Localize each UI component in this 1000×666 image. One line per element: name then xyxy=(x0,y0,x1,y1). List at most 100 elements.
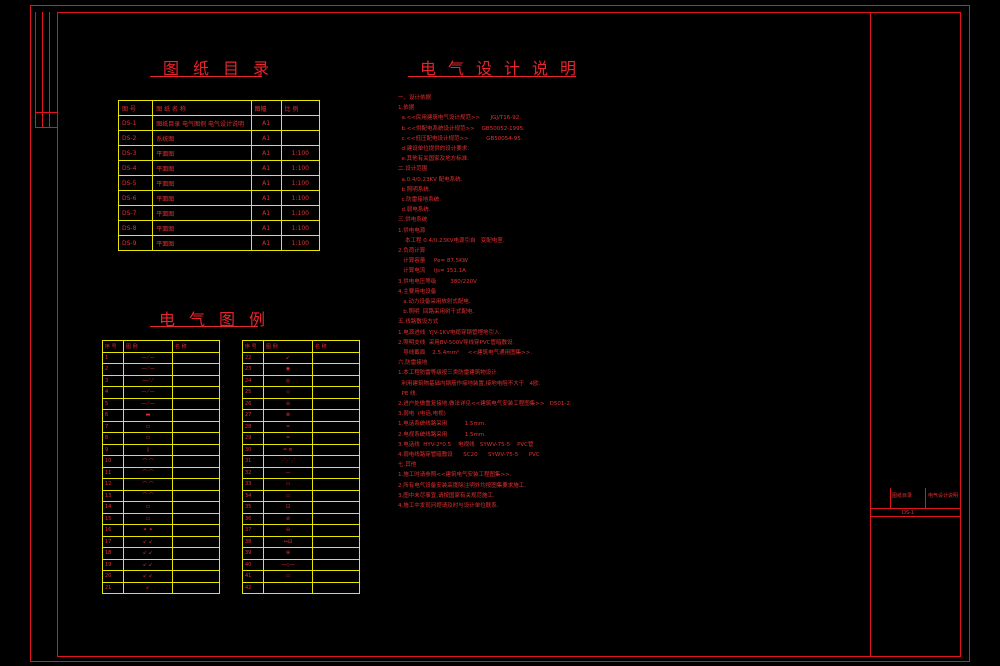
catalog-cell-size: A1 xyxy=(250,115,282,131)
legend-name-cell xyxy=(172,489,220,502)
catalog-title-underline xyxy=(150,76,262,77)
legend-row: 30═ ≡ xyxy=(242,443,360,456)
legend-symbol-icon: ▭ xyxy=(263,489,313,502)
legend-symbol-icon: ↙ xyxy=(123,581,173,594)
legend-row-number: 24 xyxy=(242,374,264,387)
title-block-sheet-name: 电气设计说明 xyxy=(928,493,959,499)
legend-name-cell xyxy=(312,558,360,571)
legend-row-number: 21 xyxy=(102,581,124,594)
catalog-cell-name: 系统图 xyxy=(152,130,252,146)
legend-row-number: 41 xyxy=(242,570,264,583)
legend-name-cell xyxy=(312,535,360,548)
legend-row-number: 11 xyxy=(102,466,124,479)
note-line: 3.供电电压等级 380/220V xyxy=(398,278,477,285)
legend-symbol-icon: ⊡ xyxy=(263,501,313,514)
legend-row-number: 6 xyxy=(102,409,124,422)
legend-symbol-icon: ▯ xyxy=(123,443,173,456)
note-line: 4.弱电线路穿管暗敷设 SC20 SYWV-75-5 PVC xyxy=(398,452,540,458)
legend-row: 20↙ ↙ xyxy=(102,570,220,583)
title-column-divider xyxy=(870,12,871,657)
note-line: b.照明 回路采用树干式配电. xyxy=(398,309,475,316)
legend-symbol-icon: —⟋— xyxy=(123,363,173,376)
notes-title: 电气设计说明 xyxy=(420,59,589,78)
catalog-cell-size: A1 xyxy=(250,235,282,251)
legend-name-cell xyxy=(312,409,360,422)
legend-name-cell xyxy=(172,443,220,456)
legend-row-number: 4 xyxy=(102,386,124,399)
legend-row: 26⊖ xyxy=(242,397,360,410)
note-line: 五.线路敷设方式 xyxy=(398,319,439,326)
catalog-cell-no: DS-7 xyxy=(117,205,154,221)
note-line: 利用建筑物基础内钢筋作接地装置,接地电阻不大于 4欧. xyxy=(398,380,541,387)
legend-row-number: 3 xyxy=(102,374,124,387)
legend-symbol-icon: ⌒ ⌒ xyxy=(123,478,173,491)
legend-symbol-icon: ▭ xyxy=(123,512,173,525)
legend-row: 37⊖ xyxy=(242,524,360,537)
legend-row-number: 8 xyxy=(102,432,124,445)
catalog-cell-size: A1 xyxy=(250,190,282,206)
note-line: 2.所有电气设备安装高度除注明外均按图集要求施工. xyxy=(398,482,526,489)
note-line: 2.负荷计算 xyxy=(398,248,426,254)
catalog-cell-scale: 1:100 xyxy=(280,205,321,221)
legend-row: 28═ xyxy=(242,420,360,433)
catalog-title: 图纸目录 xyxy=(163,59,284,78)
catalog-header-size: 图幅 xyxy=(250,100,282,116)
legend-symbol-icon: —◇— xyxy=(263,558,313,571)
binding-strip xyxy=(35,12,57,128)
legend-header-no: 序 号 xyxy=(102,340,124,353)
legend-name-cell xyxy=(172,512,220,525)
note-line: 导线截面 2.5,4mm² <<建筑电气通用图集>>. xyxy=(398,350,533,356)
note-line: 3.图中未尽事宜,请按国家有关规范施工. xyxy=(398,492,495,499)
legend-row-number: 36 xyxy=(242,512,264,525)
legend-row: 22↙ xyxy=(242,351,360,364)
legend-name-cell xyxy=(172,501,220,514)
legend-symbol-icon: —⟋— xyxy=(123,386,173,399)
legend-row: 15▭ xyxy=(102,512,220,525)
note-line: 1.施工时请参照<<建筑电气安装工程图集>>. xyxy=(398,472,512,479)
legend-left-header-row: 序 号 图 例 名 称 xyxy=(102,340,220,353)
legend-symbol-icon: ═ ≡ xyxy=(263,443,313,456)
legend-row-number: 20 xyxy=(102,570,124,583)
legend-row: 8▭ xyxy=(102,432,220,445)
legend-name-cell xyxy=(312,443,360,456)
catalog-cell-scale: 1:100 xyxy=(280,145,321,161)
note-line: 本工程 0.4/0.23KV电源引自 变配电室. xyxy=(398,237,505,244)
catalog-header-name: 图 纸 名 称 xyxy=(152,100,252,116)
notes-title-underline xyxy=(408,76,576,77)
catalog-cell-name: 图纸目录 电气图例 电气设计说明 xyxy=(152,115,252,131)
legend-name-cell xyxy=(312,512,360,525)
legend-row-number: 39 xyxy=(242,547,264,560)
legend-symbol-icon: ✶ ✶ xyxy=(123,524,173,537)
legend-row: 35⊡ xyxy=(242,501,360,514)
note-line: 1.供电电源 xyxy=(398,227,426,234)
legend-row-number: 35 xyxy=(242,501,264,514)
legend-row: 11⌒ ⌒ xyxy=(102,466,220,479)
catalog-cell-size: A1 xyxy=(250,145,282,161)
legend-row-number: 32 xyxy=(242,466,264,479)
legend-row-number: 38 xyxy=(242,535,264,548)
legend-symbol-icon: ↙ ↙ xyxy=(123,535,173,548)
title-block-project: 图纸目录 xyxy=(892,493,913,499)
legend-row: 18↙ ↙ xyxy=(102,547,220,560)
legend-row: 5—⟋— xyxy=(102,397,220,410)
legend-header-no: 序 号 xyxy=(242,340,264,353)
note-line: 计算电流 Ijs= 151.1A xyxy=(398,268,466,275)
legend-symbol-icon: — xyxy=(263,466,313,479)
legend-symbol-icon: ◎ xyxy=(263,374,313,387)
note-line: d.弱电系统. xyxy=(398,207,431,214)
legend-row: 29═ xyxy=(242,432,360,445)
catalog-header-scale: 比 例 xyxy=(280,100,321,116)
legend-row-number: 34 xyxy=(242,489,264,502)
legend-symbol-icon: ↙ ↙ xyxy=(123,570,173,583)
legend-row-number: 23 xyxy=(242,363,264,376)
legend-name-cell xyxy=(312,397,360,410)
legend-symbol-icon: ▭ xyxy=(123,432,173,445)
catalog-cell-scale xyxy=(280,115,321,131)
legend-name-cell xyxy=(172,581,220,594)
legend-name-cell xyxy=(312,386,360,399)
legend-header-symbol: 图 例 xyxy=(123,340,173,353)
